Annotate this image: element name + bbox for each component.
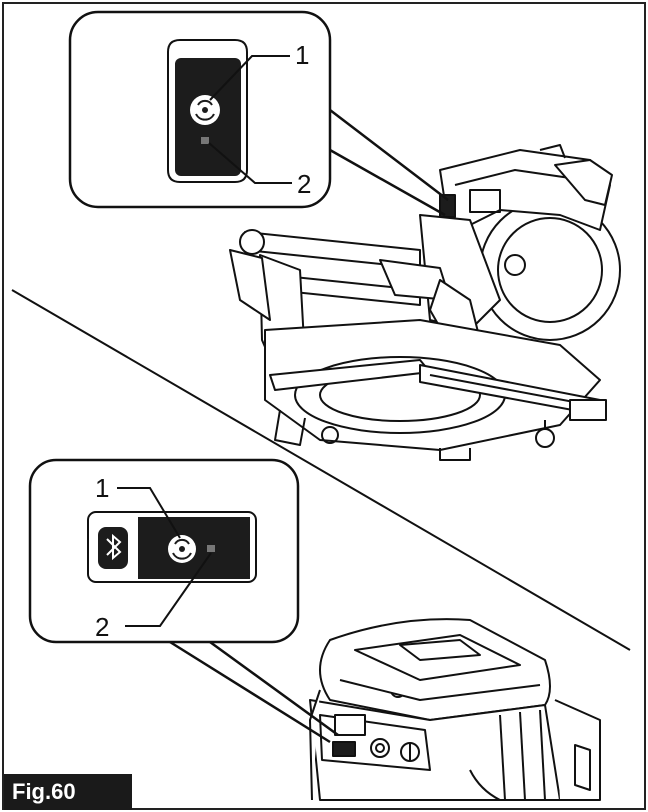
extractor-button-location xyxy=(332,741,356,757)
saw-callout-2-line xyxy=(208,142,292,184)
extractor-callout: 1 2 xyxy=(28,458,339,744)
miter-saw-illustration xyxy=(229,144,621,461)
saw-indicator-lamp xyxy=(201,137,209,144)
extractor-indicator-lamp xyxy=(207,545,215,552)
saw-callout-number-1: 1 xyxy=(295,40,309,70)
saw-callout-number-2: 2 xyxy=(297,169,311,199)
extractor-callout-leader-upper xyxy=(169,640,331,744)
extractor-wireless-button-icon xyxy=(168,535,196,563)
extractor-callout-1-line xyxy=(117,487,181,539)
saw-wireless-button-icon xyxy=(190,95,220,125)
section-divider xyxy=(11,289,631,651)
saw-callout-1-line xyxy=(209,55,290,101)
saw-callout: 1 2 xyxy=(68,10,449,217)
saw-callout-leader-lower xyxy=(329,148,446,217)
extractor-callout-number-2: 2 xyxy=(95,612,109,642)
extractor-callout-leader-lower xyxy=(209,640,339,737)
extractor-callout-number-1: 1 xyxy=(95,473,109,503)
bluetooth-icon xyxy=(98,527,128,569)
saw-callout-leader-upper xyxy=(329,109,449,201)
dust-extractor-illustration xyxy=(309,618,601,801)
extractor-callout-2-line xyxy=(125,552,212,627)
figure-label: Fig.60 xyxy=(4,774,132,810)
